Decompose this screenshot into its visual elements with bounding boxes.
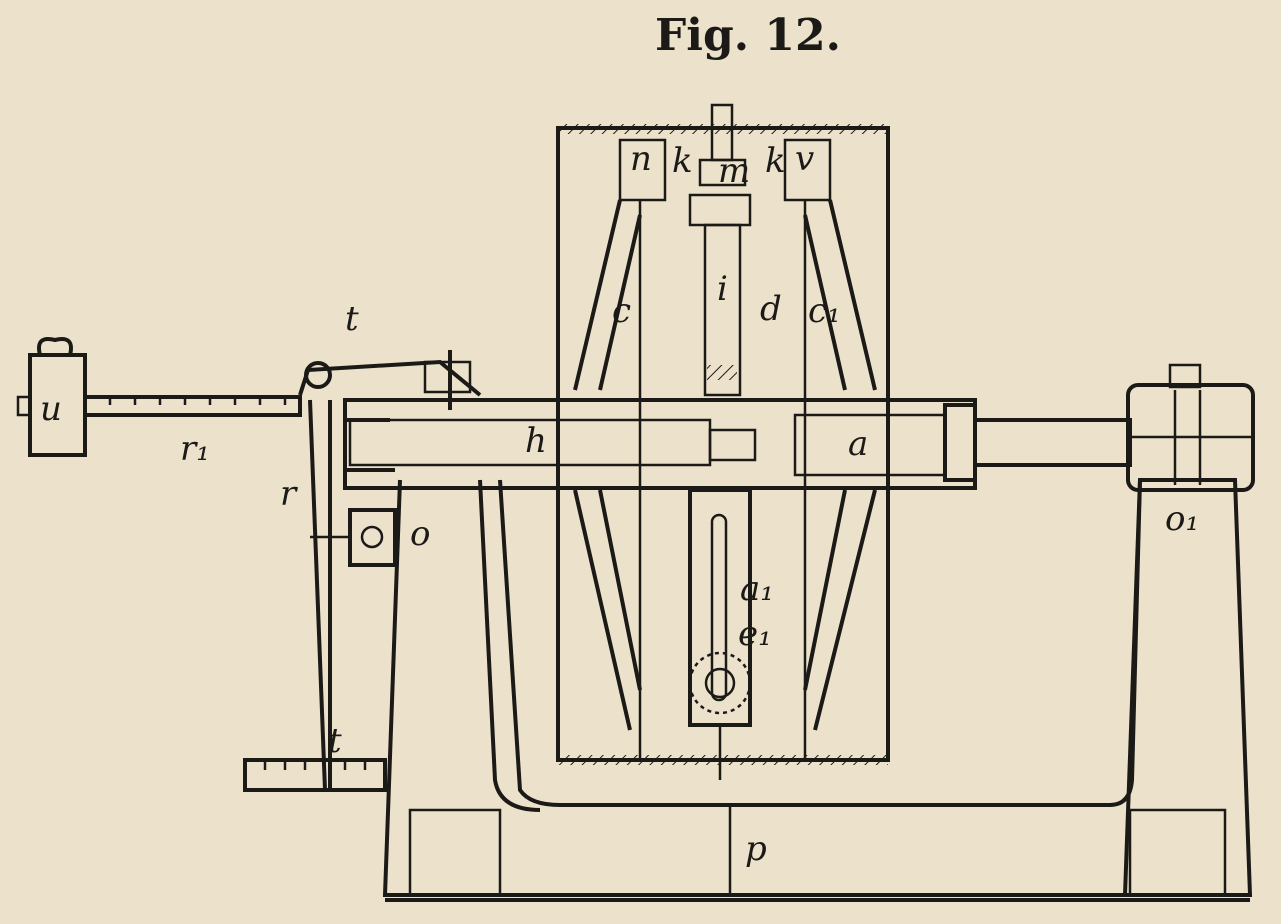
label-t-top: t xyxy=(345,299,359,339)
label-r1: r₁ xyxy=(180,429,210,469)
label-e1: e₁ xyxy=(738,614,772,654)
drum xyxy=(556,103,890,780)
label-a1: a₁ xyxy=(740,569,774,609)
label-o1: o₁ xyxy=(1165,499,1199,539)
label-a: a xyxy=(848,424,868,464)
label-n: n xyxy=(630,139,652,179)
part-labels: n k m k v c i d c₁ t u r₁ h a r o o₁ a₁ … xyxy=(40,139,1199,869)
figure-title: Fig. 12. xyxy=(655,10,841,61)
label-c: c xyxy=(612,291,631,331)
label-i: i xyxy=(717,269,728,309)
label-h: h xyxy=(525,421,547,461)
label-r: r xyxy=(280,474,298,514)
label-o: o xyxy=(410,514,430,554)
label-c1: c₁ xyxy=(808,291,841,331)
label-t-bottom: t xyxy=(328,721,342,761)
label-d: d xyxy=(760,289,782,329)
shaft-hub xyxy=(343,363,1255,492)
lever-arm xyxy=(16,337,482,792)
label-m: m xyxy=(718,151,750,191)
label-k-left: k xyxy=(672,141,693,181)
label-v: v xyxy=(795,139,814,179)
frame xyxy=(345,418,1253,902)
label-p: p xyxy=(745,829,767,869)
label-u: u xyxy=(40,389,62,429)
label-k-right: k xyxy=(765,141,786,181)
